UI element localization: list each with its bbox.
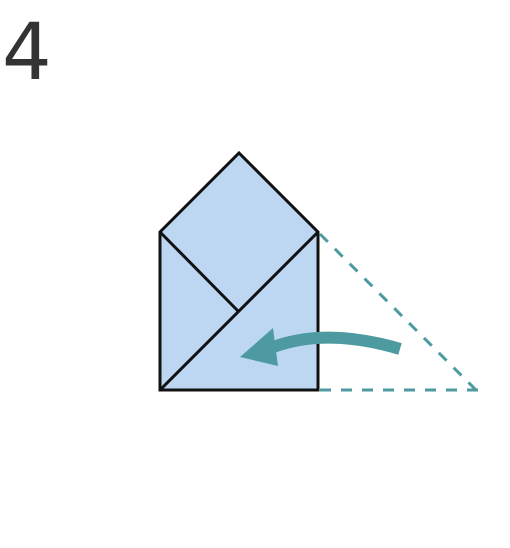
inner-fold-line-diagonal xyxy=(158,230,320,392)
dashed-guide-hypotenuse xyxy=(318,232,478,392)
folded-paper-shape xyxy=(158,150,320,392)
curved-left-arrow-icon xyxy=(240,328,402,366)
inner-fold-line-left xyxy=(158,230,240,313)
step-number: 4 xyxy=(2,8,52,98)
